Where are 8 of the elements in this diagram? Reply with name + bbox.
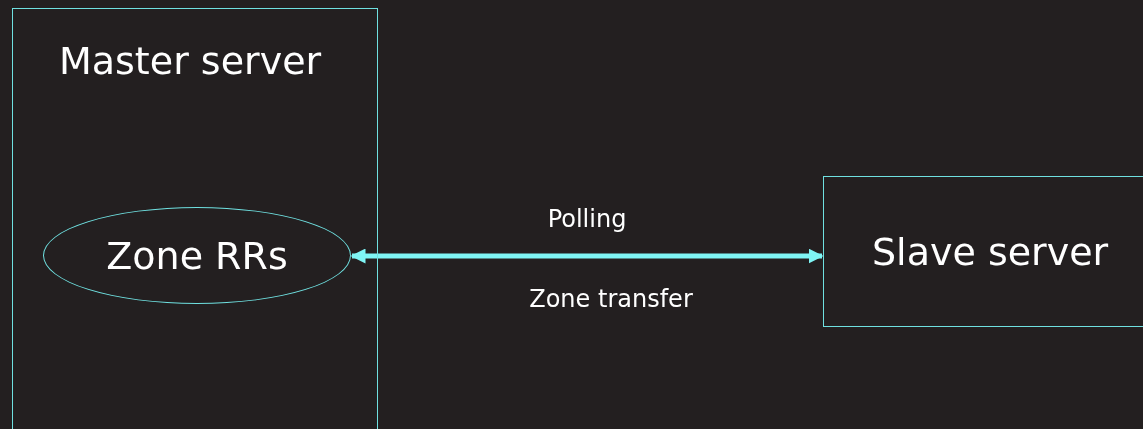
server-box [12,8,378,429]
edge-label: Polling [547,205,627,233]
edge-note: Zone transfer [529,285,693,313]
double-arrow [350,248,824,264]
node-title: Slave server [872,229,1109,274]
node-title: Master server [59,39,322,83]
server-box [823,176,1143,327]
node-title: Zone RRs [105,233,289,278]
